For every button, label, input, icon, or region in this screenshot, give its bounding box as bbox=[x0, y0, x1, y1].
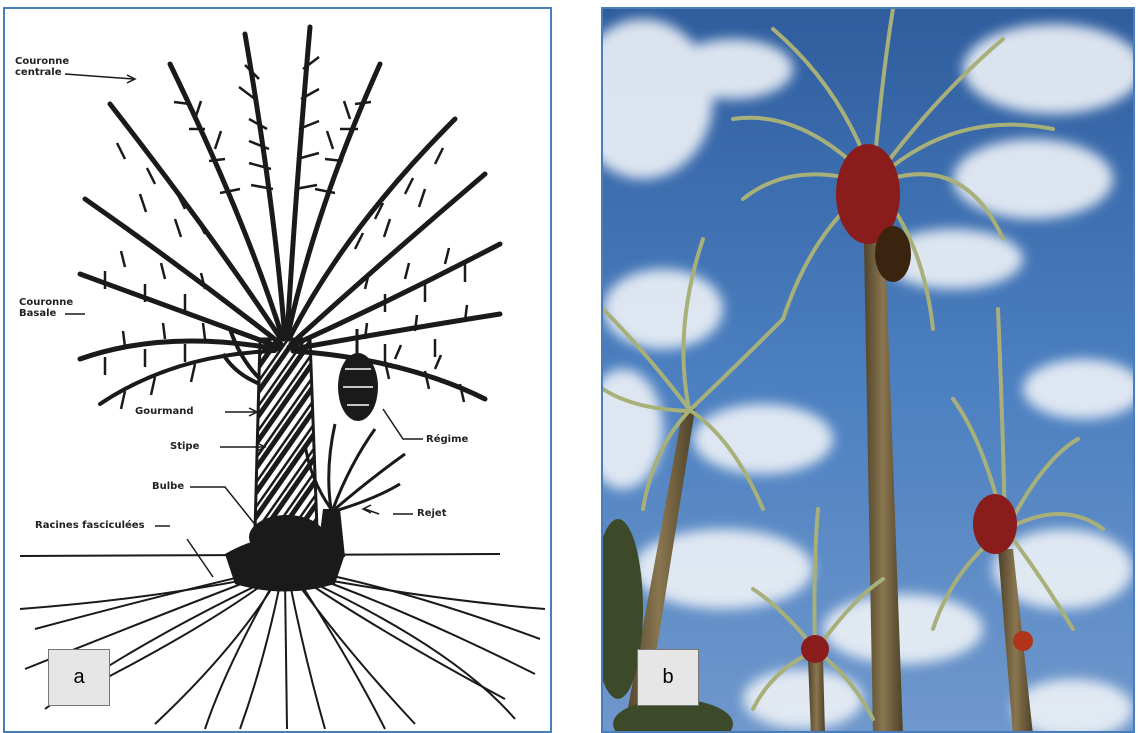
diagram-panel-a: Couronne centrale Couronne Basale Gourma… bbox=[3, 7, 552, 733]
label-racines-fasciculees: Racines fasciculées bbox=[35, 520, 145, 531]
label-couronne-basale: Couronne Basale bbox=[19, 297, 73, 319]
date-palm-drawing bbox=[5, 9, 552, 733]
label-stipe: Stipe bbox=[170, 441, 199, 452]
date-palms-photo bbox=[603, 9, 1135, 733]
panel-tag-a: a bbox=[48, 649, 110, 706]
label-gourmand: Gourmand bbox=[135, 406, 194, 417]
label-bulbe: Bulbe bbox=[152, 481, 184, 492]
trunk bbox=[255, 339, 317, 531]
label-rejet: Rejet bbox=[417, 508, 446, 519]
label-regime: Régime bbox=[426, 434, 468, 445]
leader-lines bbox=[65, 74, 423, 577]
offshoot-fronds bbox=[305, 424, 405, 511]
offshoot-trunk bbox=[317, 509, 345, 557]
crown-fronds bbox=[80, 27, 500, 404]
panel-tag-b: b bbox=[637, 649, 699, 706]
label-couronne-centrale: Couronne centrale bbox=[15, 56, 69, 78]
bulb bbox=[249, 515, 325, 559]
photo-panel-b: b bbox=[601, 7, 1135, 733]
ground-line bbox=[20, 554, 500, 556]
